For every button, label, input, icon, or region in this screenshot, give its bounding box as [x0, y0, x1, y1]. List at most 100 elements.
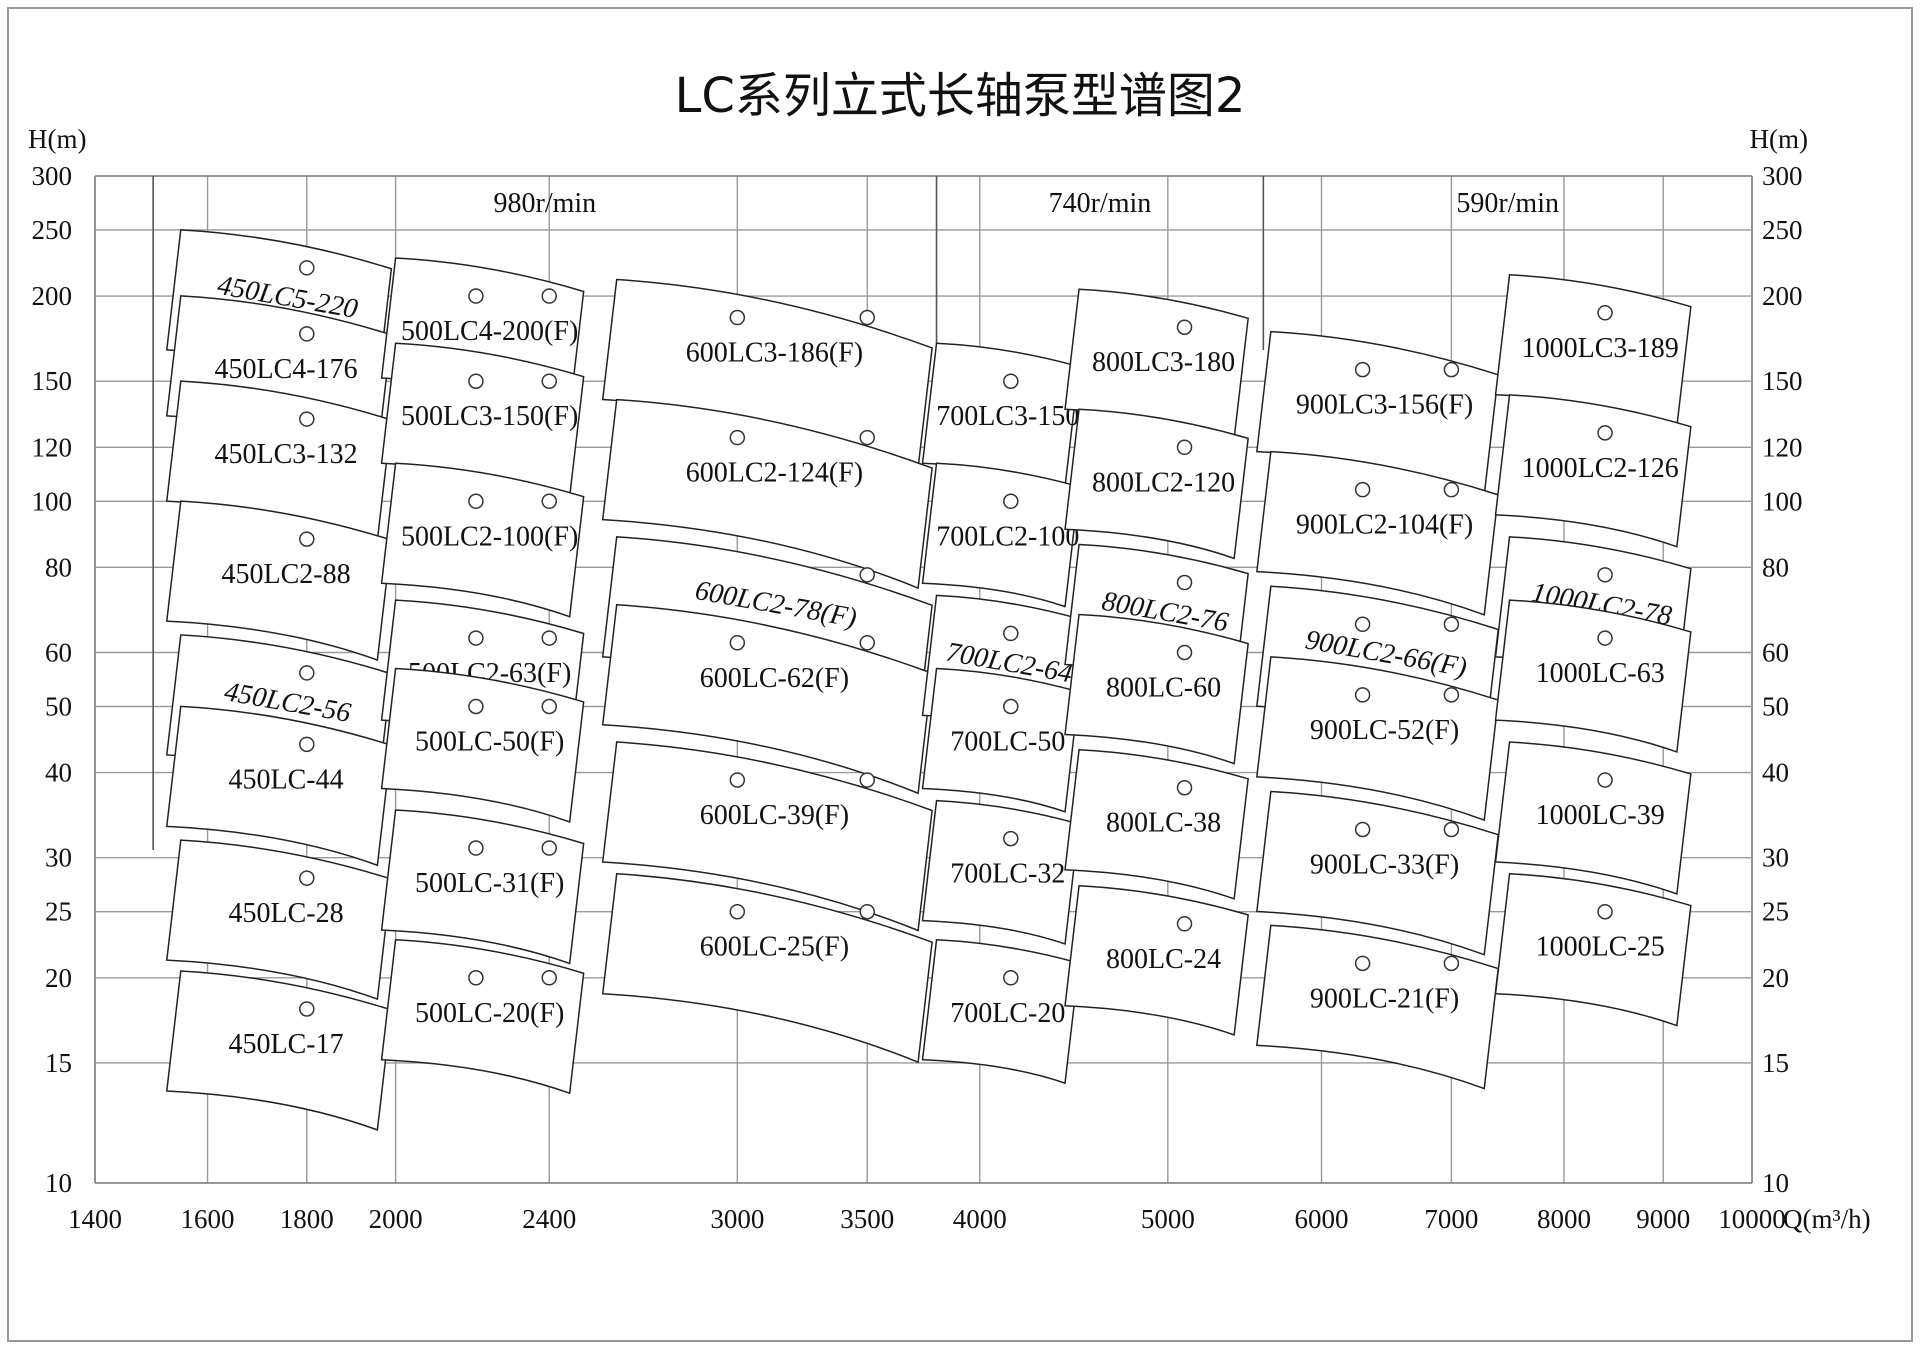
duty-point-marker — [1354, 687, 1371, 703]
pump-region-outline — [1255, 924, 1500, 1090]
y-tick-label-left: 250 — [32, 215, 73, 245]
pump-region-outline — [165, 500, 393, 662]
duty-point-marker — [468, 288, 484, 304]
duty-point-marker — [541, 373, 558, 389]
pump-model-label: 900LC-33(F) — [1310, 850, 1459, 881]
speed-band-label: 980r/min — [494, 188, 597, 219]
pump-model-label: 450LC-44 — [229, 764, 344, 795]
y-tick-label-right: 250 — [1762, 215, 1803, 245]
duty-point-marker — [1443, 616, 1460, 633]
duty-point-marker — [1003, 493, 1019, 510]
pump-region: 1000LC2-126 — [1494, 394, 1692, 548]
pump-region: 800LC-24 — [1064, 885, 1249, 1036]
pump-model-label: 800LC-60 — [1106, 673, 1221, 704]
pump-region: 450LC-44 — [165, 705, 393, 867]
pump-region: 800LC-38 — [1064, 748, 1249, 900]
pump-model-label: 600LC-62(F) — [700, 663, 849, 694]
pump-model-label: 1000LC2-126 — [1522, 453, 1679, 484]
y-tick-label-right: 100 — [1762, 486, 1803, 516]
pump-region: 700LC2-100 — [921, 462, 1080, 608]
pump-region-outline — [921, 462, 1080, 608]
duty-point-marker — [1597, 772, 1613, 788]
pump-region-outline — [921, 799, 1080, 945]
duty-point-marker — [859, 903, 875, 920]
pump-region-outline — [1064, 885, 1249, 1036]
x-tick-label: 5000 — [1141, 1204, 1195, 1234]
x-tick-label: 1400 — [68, 1204, 122, 1234]
x-tick-label: 2400 — [522, 1204, 576, 1234]
duty-point-marker — [1443, 821, 1460, 838]
y-tick-label-left: 120 — [32, 432, 73, 462]
pump-region-outline — [1255, 656, 1500, 822]
pump-region: 900LC-52(F) — [1255, 656, 1500, 822]
duty-point-marker — [859, 309, 875, 326]
x-tick-label: 9000 — [1636, 1204, 1690, 1234]
pump-region-outline — [1064, 408, 1249, 560]
x-tick-label: 2000 — [369, 1204, 423, 1234]
speed-band-label: 740r/min — [1049, 188, 1152, 219]
y-tick-label-right: 10 — [1762, 1168, 1789, 1198]
duty-point-marker — [1176, 574, 1193, 591]
y-tick-label-left: 300 — [32, 161, 73, 191]
pump-model-label: 700LC-50 — [950, 726, 1065, 757]
pump-region-outline — [380, 462, 585, 618]
pump-regions: 450LC5-220450LC4-176450LC3-132450LC2-884… — [165, 229, 1692, 1131]
duty-point-marker — [1176, 779, 1193, 796]
duty-point-marker — [299, 1001, 315, 1017]
pump-region-outline — [921, 667, 1080, 813]
duty-point-marker — [541, 840, 558, 856]
pump-model-label: 700LC3-150 — [936, 401, 1079, 432]
x-tick-label: 6000 — [1294, 1204, 1348, 1234]
duty-point-marker — [1354, 955, 1371, 972]
pump-model-label: 900LC-21(F) — [1310, 983, 1459, 1014]
pump-region: 600LC2-124(F) — [601, 398, 933, 590]
pump-region: 1000LC3-189 — [1494, 274, 1692, 428]
pump-region: 450LC3-132 — [165, 380, 393, 542]
pump-region-outline — [380, 667, 585, 823]
pump-region: 500LC-31(F) — [380, 809, 585, 965]
duty-point-marker — [1003, 830, 1019, 847]
duty-point-marker — [729, 635, 746, 651]
duty-point-marker — [541, 698, 558, 715]
pump-model-label: 500LC3-150(F) — [401, 401, 578, 432]
x-tick-label: 1600 — [181, 1204, 235, 1234]
pump-region: 600LC-25(F) — [601, 872, 933, 1064]
duty-point-marker — [299, 531, 315, 547]
pump-model-label: 1000LC-25 — [1536, 932, 1665, 963]
duty-point-marker — [299, 665, 315, 681]
duty-point-marker — [1003, 698, 1019, 715]
pump-region: 500LC-20(F) — [380, 938, 585, 1095]
pump-region-outline — [380, 938, 585, 1095]
y-tick-label-right: 150 — [1762, 366, 1803, 396]
duty-point-marker — [1354, 481, 1371, 498]
duty-point-marker — [299, 411, 315, 427]
y-tick-label-left: 25 — [45, 897, 72, 927]
pump-region: 500LC2-100(F) — [380, 462, 585, 618]
x-tick-label: 10000 — [1718, 1204, 1786, 1234]
pump-model-label: 700LC-32 — [950, 859, 1065, 890]
duty-point-marker — [468, 373, 484, 389]
duty-point-marker — [541, 970, 558, 986]
pump-region: 900LC3-156(F) — [1255, 330, 1500, 496]
pump-region: 1000LC-39 — [1494, 741, 1692, 895]
duty-point-marker — [1597, 630, 1613, 646]
y-tick-label-left: 60 — [45, 638, 72, 668]
duty-point-marker — [1176, 439, 1193, 456]
duty-point-marker — [1003, 970, 1019, 986]
pump-region: 700LC-20 — [921, 938, 1080, 1085]
chart-title: LC系列立式长轴泵型谱图2 — [675, 68, 1246, 124]
pump-region-outline — [601, 741, 933, 932]
y-tick-label-right: 20 — [1762, 963, 1789, 993]
pump-region-outline — [921, 938, 1080, 1085]
duty-point-marker — [1354, 616, 1371, 633]
duty-point-marker — [541, 630, 558, 646]
pump-model-label: 500LC-31(F) — [415, 868, 564, 899]
pump-model-label: 450LC-17 — [229, 1029, 344, 1060]
pump-region: 600LC-62(F) — [601, 604, 933, 795]
pump-region-outline — [380, 809, 585, 965]
duty-point-marker — [1597, 903, 1613, 920]
duty-point-marker — [299, 260, 315, 276]
pump-model-label: 900LC3-156(F) — [1296, 390, 1473, 421]
